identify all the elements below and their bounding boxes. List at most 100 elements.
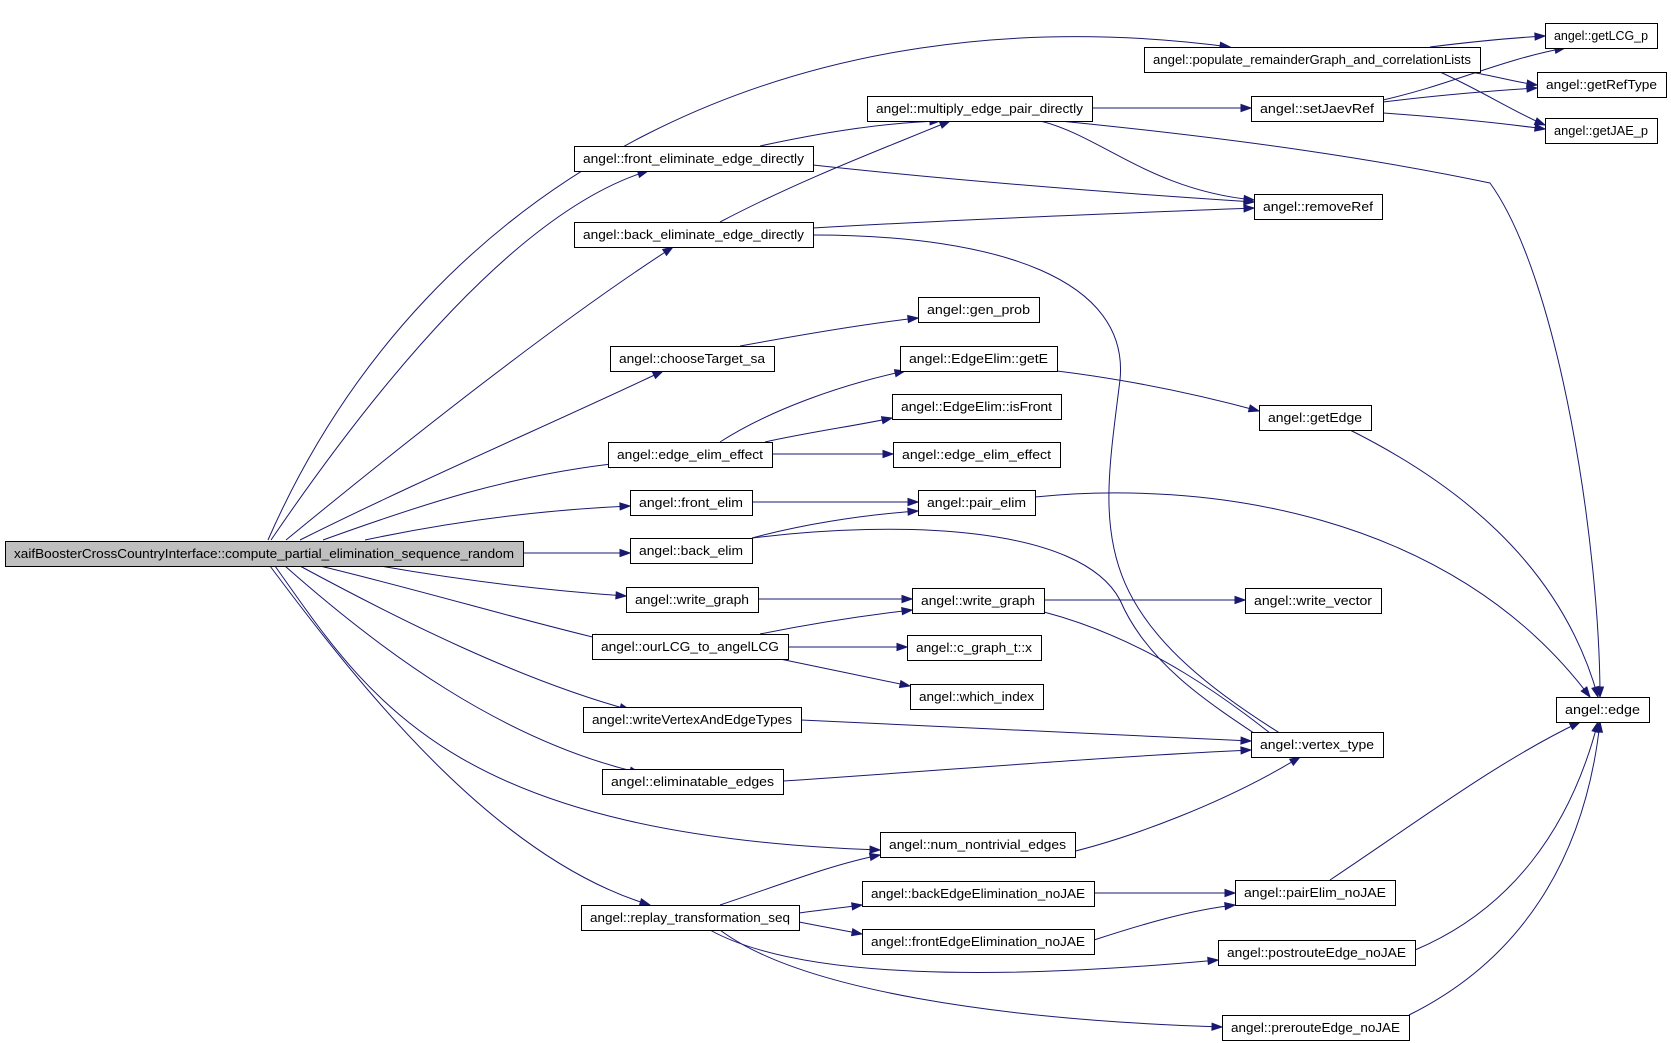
edge-ourLCG-to-writeGraph2	[759, 607, 914, 635]
node-label: angel::ourLCG_to_angelLCG	[601, 640, 779, 654]
node-box	[1545, 118, 1658, 144]
node-getJAE[interactable]: angel::getJAE_p	[1545, 118, 1658, 144]
edge-multiply-to-setJaev	[1092, 103, 1253, 113]
edge-writeGraph1-to-writeGraph2	[758, 594, 914, 604]
edge-line	[812, 164, 1255, 203]
node-edgeElimEffect2[interactable]: angel::edge_elim_effect	[893, 442, 1061, 468]
node-cGraphX[interactable]: angel::c_graph_t::x	[907, 635, 1042, 661]
arrowhead	[1240, 736, 1253, 745]
node-label: angel::EdgeElim::getE	[909, 352, 1048, 366]
edge-populate-to-getLCG	[1429, 32, 1547, 48]
node-label: angel::frontEdgeElimination_noJAE	[871, 935, 1085, 949]
edge-edgeElimEffect1-to-getE	[719, 369, 907, 443]
edge-line	[270, 170, 649, 541]
arrowhead	[868, 852, 882, 862]
node-postroute[interactable]: angel::postrouteEdge_noJAE	[1218, 940, 1416, 966]
node-box	[610, 346, 775, 372]
edge-line	[1059, 120, 1601, 698]
arrowhead	[898, 679, 912, 689]
edge-replay-to-preroute	[719, 929, 1224, 1031]
edge-replay-to-backEdgeNoJAE	[798, 902, 864, 914]
node-multiply[interactable]: angel::multiply_edge_pair_directly	[867, 96, 1093, 122]
node-box	[867, 96, 1093, 122]
node-whichIndex[interactable]: angel::which_index	[910, 684, 1044, 710]
edge-frontEdgeNoJAE-to-pairElimNoJAE	[1093, 901, 1237, 941]
node-writeVE[interactable]: angel::writeVertexAndEdgeTypes	[583, 707, 802, 733]
arrowhead	[1224, 901, 1237, 911]
node-writeGraph2[interactable]: angel::write_graph	[912, 588, 1045, 614]
node-label: angel::getJAE_p	[1554, 124, 1648, 138]
node-vertexType[interactable]: angel::vertex_type	[1251, 732, 1384, 758]
edge-multiply-to-removeRef	[1039, 120, 1256, 204]
node-ourLCG[interactable]: angel::ourLCG_to_angelLCG	[592, 634, 789, 660]
node-box	[918, 490, 1036, 516]
edge-edgeElimEffect1-to-isFront	[764, 416, 894, 443]
node-frontEdgeNoJAE[interactable]: angel::frontEdgeElimination_noJAE	[862, 929, 1095, 955]
node-box	[1545, 23, 1658, 49]
arrowhead	[1247, 404, 1261, 413]
edge-line	[269, 565, 651, 906]
node-label: angel::replay_transformation_seq	[590, 911, 790, 925]
node-backElim[interactable]: angel::back_elim	[630, 538, 753, 564]
node-eliminatable[interactable]: angel::eliminatable_edges	[602, 769, 784, 795]
node-frontElimDir[interactable]: angel::front_eliminate_edge_directly	[574, 146, 814, 172]
node-replay[interactable]: angel::replay_transformation_seq	[581, 905, 800, 931]
edge-line	[1408, 721, 1601, 1016]
node-removeRef[interactable]: angel::removeRef	[1254, 194, 1383, 220]
node-numNontrivial[interactable]: angel::num_nontrivial_edges	[880, 832, 1076, 858]
edge-line	[1382, 112, 1546, 130]
node-root[interactable]: xaifBoosterCrossCountryInterface::comput…	[5, 541, 524, 567]
node-pairElim[interactable]: angel::pair_elim	[918, 490, 1036, 516]
arrowhead	[1211, 1022, 1224, 1031]
node-setJaev[interactable]: angel::setJaevRef	[1251, 96, 1384, 122]
node-box	[910, 684, 1044, 710]
edge-postroute-to-edge	[1414, 720, 1600, 951]
node-writeVector[interactable]: angel::write_vector	[1245, 588, 1382, 614]
edge-frontElimDir-to-multiply	[759, 117, 942, 147]
edge-line	[719, 370, 906, 443]
arrowhead	[619, 502, 632, 511]
arrowhead	[615, 591, 628, 600]
node-frontElim[interactable]: angel::front_elim	[630, 490, 753, 516]
node-edge[interactable]: angel::edge	[1556, 697, 1650, 723]
node-getRefType[interactable]: angel::getRefType	[1537, 72, 1667, 98]
edge-line	[1056, 370, 1260, 412]
arrowhead	[850, 927, 864, 937]
node-pairElimNoJAE[interactable]: angel::pairElim_noJAE	[1235, 880, 1396, 906]
node-label: angel::edge_elim_effect	[902, 448, 1052, 462]
node-box	[630, 490, 753, 516]
edge-root-to-eliminatable	[284, 565, 642, 775]
node-preroute[interactable]: angel::prerouteEdge_noJAE	[1222, 1015, 1410, 1041]
node-label: angel::getLCG_p	[1554, 29, 1648, 43]
arrowhead	[1207, 956, 1220, 966]
edge-root-to-frontElim	[364, 502, 632, 541]
node-backEdgeNoJAE[interactable]: angel::backEdgeElimination_noJAE	[862, 881, 1095, 907]
edge-line	[751, 510, 919, 539]
node-box	[583, 707, 802, 733]
edge-root-to-replay	[269, 565, 652, 907]
node-box	[1144, 47, 1481, 73]
arrowhead	[1243, 204, 1256, 213]
node-backElimDir[interactable]: angel::back_eliminate_edge_directly	[574, 222, 814, 248]
node-label: angel::which_index	[919, 690, 1035, 704]
edge-preroute-to-edge	[1408, 720, 1604, 1016]
edge-line	[764, 417, 893, 443]
edge-line	[267, 36, 1231, 541]
edge-line	[1329, 721, 1581, 881]
edge-root-to-ourLCG	[319, 565, 607, 642]
node-getEdge[interactable]: angel::getEdge	[1259, 405, 1372, 431]
node-edgeElimEffect1[interactable]: angel::edge_elim_effect	[608, 442, 773, 468]
arrowhead	[1533, 117, 1547, 126]
node-getLCG[interactable]: angel::getLCG_p	[1545, 23, 1658, 49]
node-box	[1556, 697, 1650, 723]
node-genProb[interactable]: angel::gen_prob	[918, 297, 1040, 323]
node-chooseTarget[interactable]: angel::chooseTarget_sa	[610, 346, 775, 372]
edge-root-to-edgeElimEffect1	[322, 459, 622, 541]
node-isFront[interactable]: angel::EdgeElim::isFront	[892, 394, 1062, 420]
arrowhead	[1526, 84, 1539, 93]
node-writeGraph1[interactable]: angel::write_graph	[626, 587, 759, 613]
node-label: angel::writeVertexAndEdgeTypes	[592, 713, 792, 727]
node-getE[interactable]: angel::EdgeElim::getE	[900, 346, 1058, 372]
node-populate[interactable]: angel::populate_remainderGraph_and_corre…	[1144, 47, 1481, 73]
edge-frontElimDir-to-removeRef	[812, 164, 1256, 206]
